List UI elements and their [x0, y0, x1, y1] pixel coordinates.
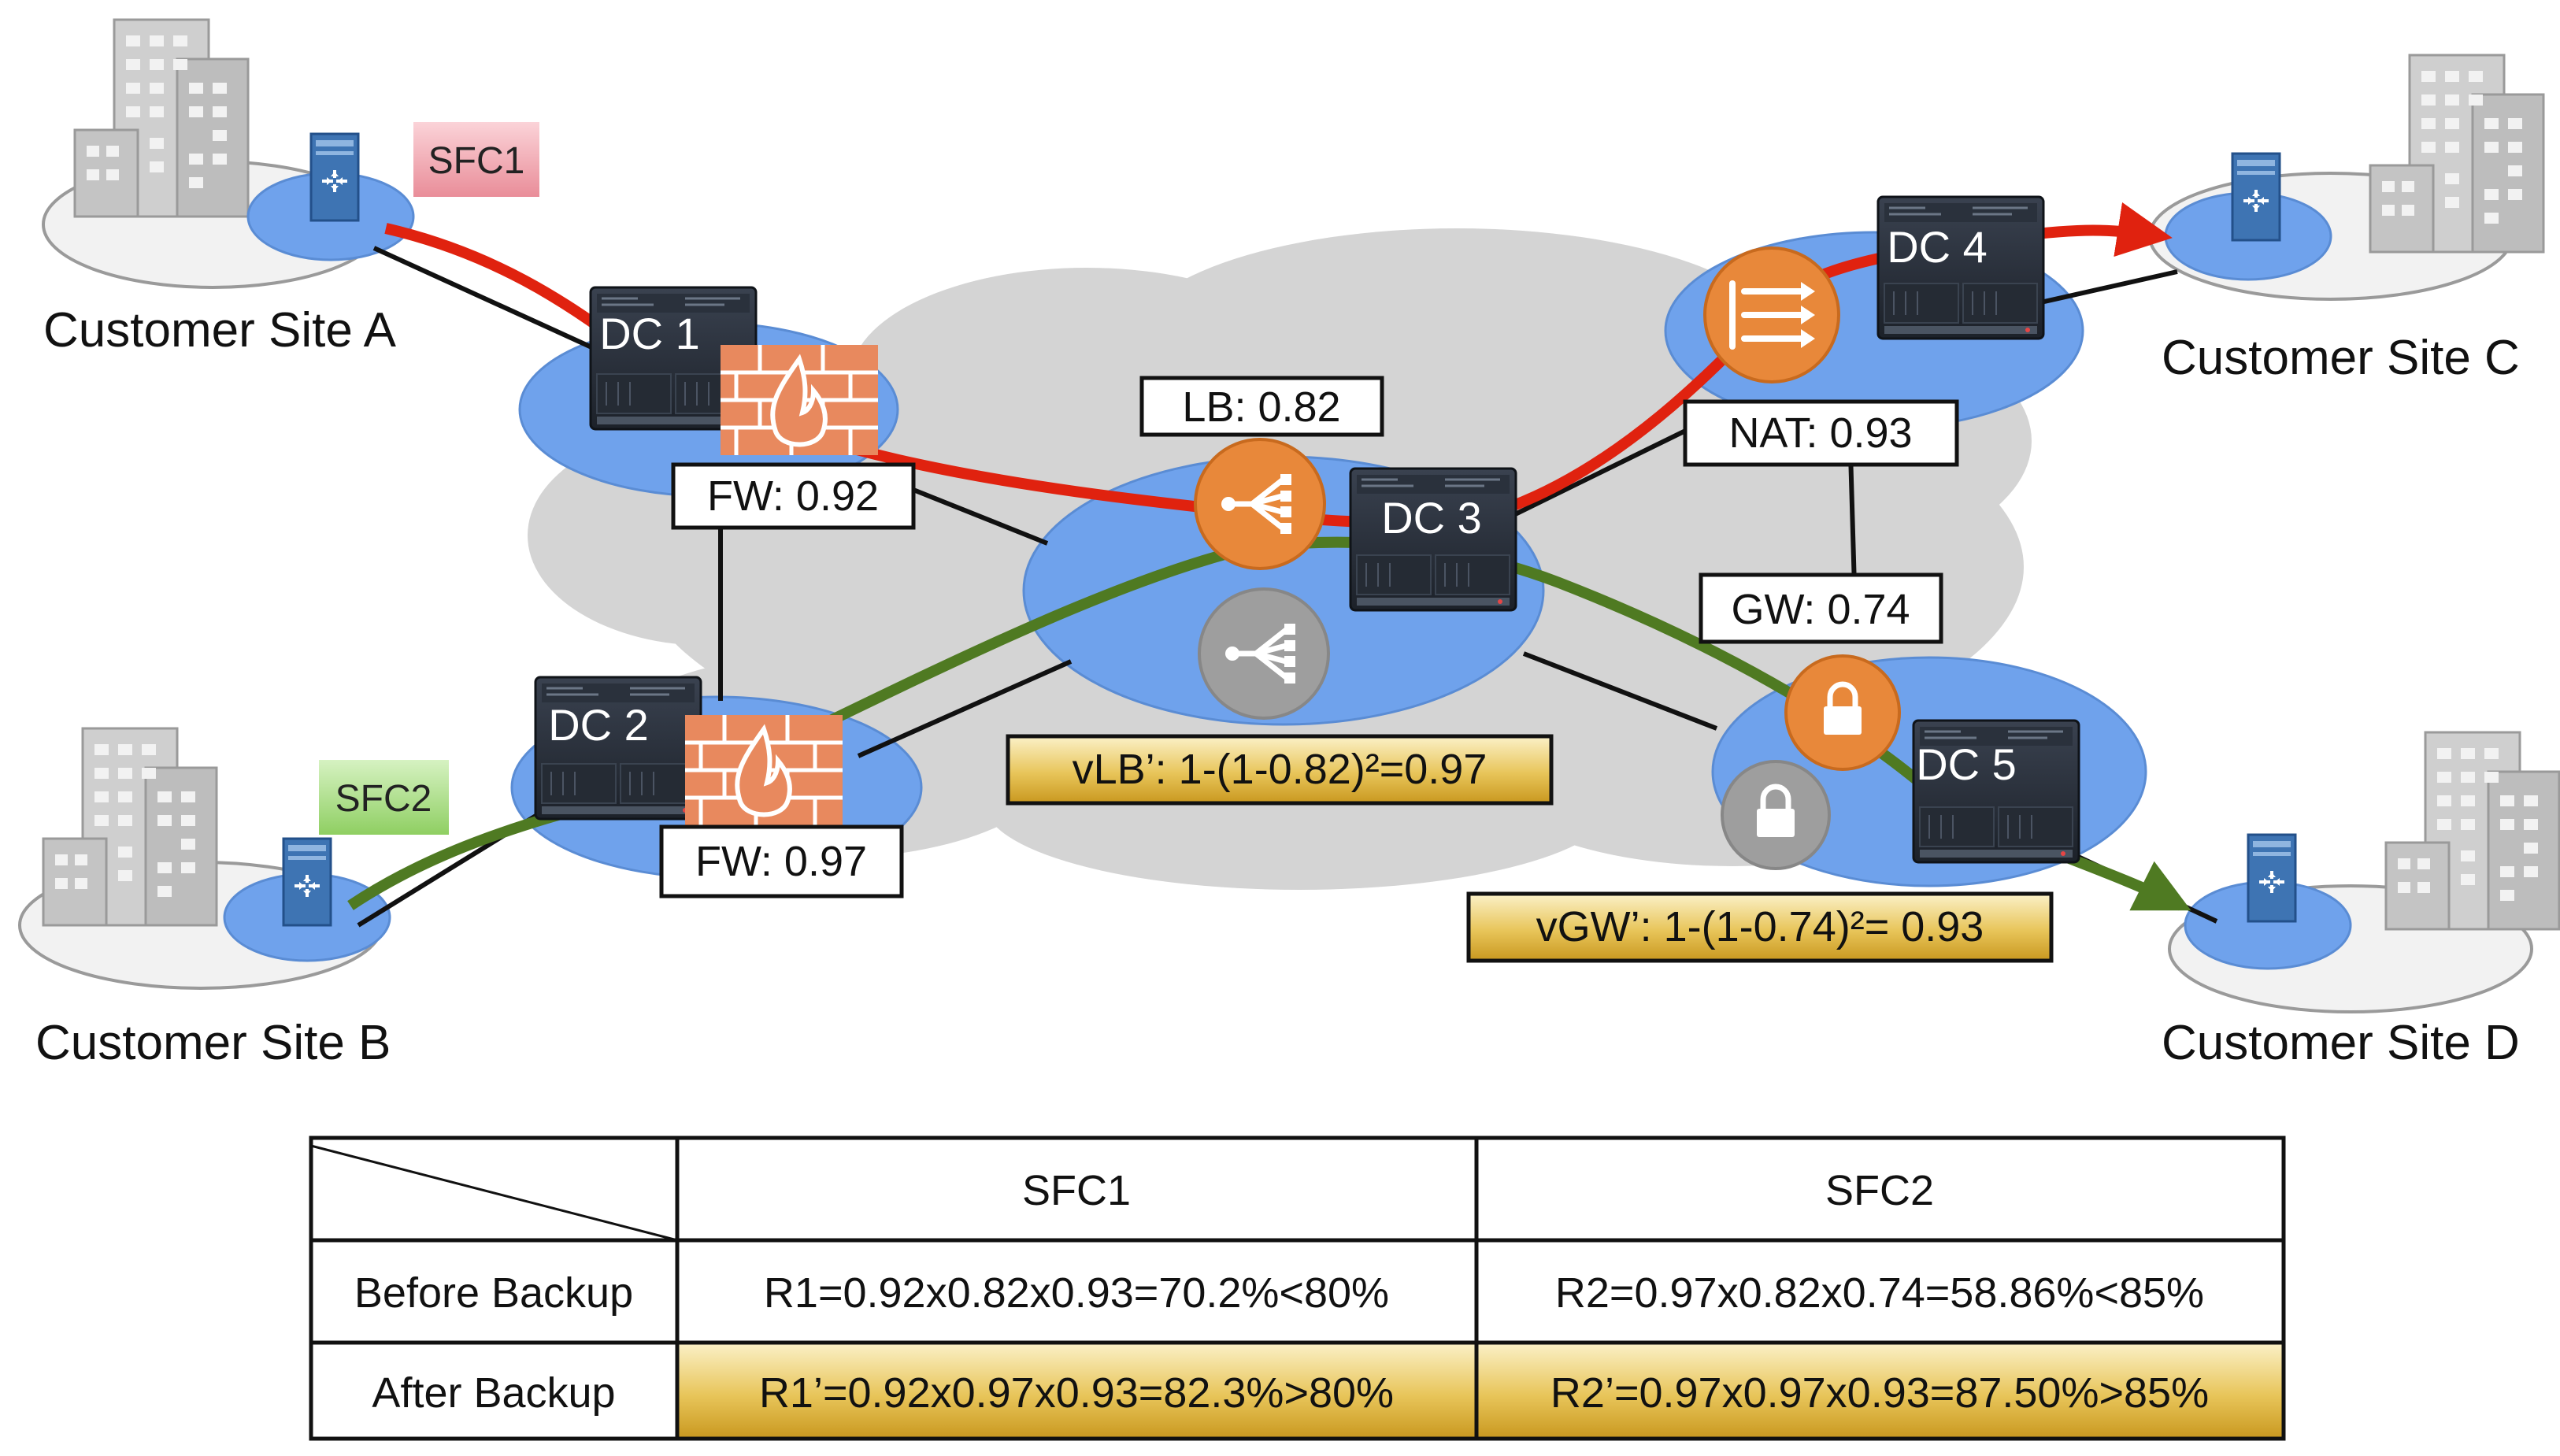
table-row-label-before: Before Backup — [354, 1269, 633, 1317]
router-icon-c — [2231, 152, 2281, 242]
svg-text:FW: 0.92: FW: 0.92 — [707, 472, 879, 520]
firewall-icon-dc2 — [685, 715, 843, 825]
dc2-label: DC 2 — [548, 700, 649, 750]
gw-label-box: GW: 0.74 — [1699, 572, 1943, 644]
site-label-a: Customer Site A — [43, 303, 397, 358]
dc1-label: DC 1 — [599, 309, 700, 358]
dc5-label: DC 5 — [1916, 739, 2017, 789]
gateway-lock-icon — [1784, 654, 1901, 771]
table-cell-before-sfc1: R1=0.92x0.82x0.93=70.2%<80% — [764, 1269, 1389, 1317]
building-icon-d — [2384, 731, 2560, 931]
table-header-sfc1: SFC1 — [1022, 1167, 1131, 1214]
table-cell-after-sfc1: R1’=0.92x0.97x0.93=82.3%>80% — [759, 1369, 1394, 1417]
svg-text:SFC1: SFC1 — [428, 140, 525, 182]
fw1-label-box: FW: 0.92 — [671, 462, 916, 530]
router-icon-b — [282, 837, 332, 927]
reliability-table: SFC1 SFC2 Before Backup After Backup R1=… — [309, 1136, 2286, 1441]
table-cell-after-sfc2-bg — [1476, 1343, 2284, 1439]
site-label-c: Customer Site C — [2162, 331, 2520, 385]
svg-text:FW: 0.97: FW: 0.97 — [695, 838, 867, 885]
table-cell-after-sfc1-bg — [677, 1343, 1476, 1439]
load-balancer-icon — [1194, 438, 1326, 570]
building-icon-a — [73, 18, 250, 218]
site-label-d: Customer Site D — [2162, 1016, 2520, 1070]
building-icon-b — [42, 727, 218, 927]
building-icon-c — [2369, 54, 2545, 254]
svg-text:SFC2: SFC2 — [335, 778, 432, 820]
svg-text:LB: 0.82: LB: 0.82 — [1182, 383, 1340, 431]
fw2-label-box: FW: 0.97 — [659, 824, 904, 898]
site-label-b: Customer Site B — [35, 1016, 391, 1070]
svg-text:NAT: 0.93: NAT: 0.93 — [1728, 409, 1912, 457]
vlb-backup-label: vLB’: 1-(1-0.82)²=0.97 — [1006, 734, 1554, 806]
gateway-backup-lock-icon — [1721, 760, 1831, 870]
nat-icon — [1703, 246, 1840, 383]
dc4-label: DC 4 — [1887, 222, 1988, 272]
router-icon-a — [309, 132, 360, 222]
table-row-label-after: After Backup — [372, 1369, 615, 1417]
sfc1-tag: SFC1 — [413, 122, 539, 197]
vgw-backup-label: vGW’: 1-(1-0.74)²= 0.93 — [1466, 891, 2054, 963]
router-icon-d — [2247, 833, 2297, 923]
svg-text:vGW’: 1-(1-0.74)²= 0.93: vGW’: 1-(1-0.74)²= 0.93 — [1536, 903, 1984, 950]
sfc2-tag: SFC2 — [319, 760, 449, 835]
dc3-label: DC 3 — [1381, 493, 1482, 543]
load-balancer-backup-icon — [1198, 587, 1330, 720]
table-cell-before-sfc2: R2=0.97x0.82x0.74=58.86%<85% — [1555, 1269, 2204, 1317]
nat-label-box: NAT: 0.93 — [1683, 399, 1959, 467]
table-cell-after-sfc2: R2’=0.97x0.97x0.93=87.50%>85% — [1550, 1369, 2209, 1417]
firewall-icon-dc1 — [721, 345, 878, 455]
svg-text:GW: 0.74: GW: 0.74 — [1731, 586, 1910, 633]
table-header-sfc2: SFC2 — [1825, 1167, 1934, 1214]
svg-text:vLB’: 1-(1-0.82)²=0.97: vLB’: 1-(1-0.82)²=0.97 — [1073, 746, 1487, 793]
lb-label-box: LB: 0.82 — [1139, 376, 1384, 437]
